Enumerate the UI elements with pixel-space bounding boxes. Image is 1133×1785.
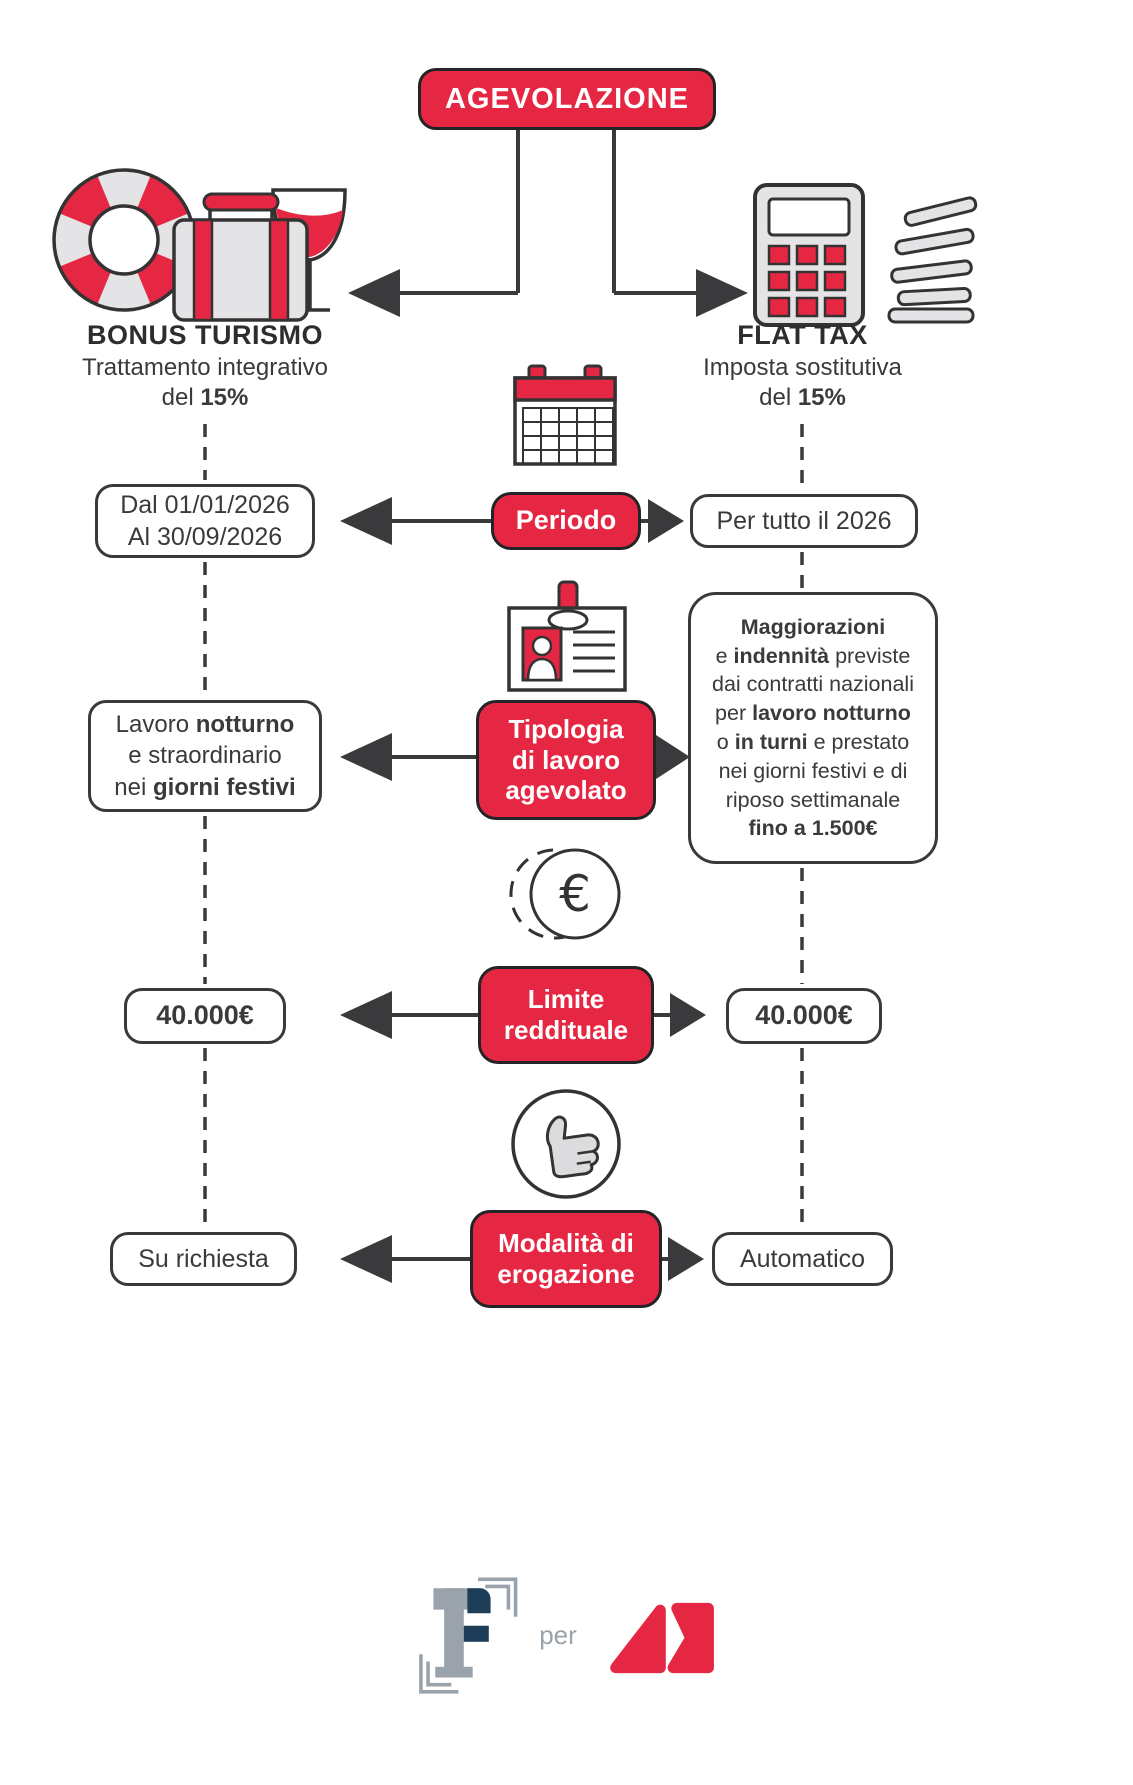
flat-tax-subtitle-line2: del 15%	[759, 384, 846, 412]
tipologia-right-line8: fino a 1.500€	[748, 816, 878, 841]
tipologia-label: Tipologia di lavoro agevolato	[505, 713, 627, 806]
tipologia-right-line1: Maggiorazioni	[740, 614, 886, 639]
modalita-left-box: Su richiesta	[110, 1232, 297, 1286]
modalita-label: Modalità di erogazione	[497, 1228, 635, 1289]
tipologia-right-line6: nei giorni festivi e di	[718, 758, 908, 783]
tipologia-left-line3: nei giorni festivi	[114, 773, 296, 801]
limite-pill: Limite reddituale	[478, 966, 654, 1064]
bonus-turismo-subtitle-line1: Trattamento integrativo	[82, 354, 328, 381]
limite-left-box: 40.000€	[124, 988, 286, 1044]
periodo-left-line2: Al 30/09/2026	[127, 523, 283, 551]
tipologia-right-line2: e indennità previste	[715, 643, 911, 668]
f-logo	[419, 1577, 518, 1694]
suitcase-icon	[172, 192, 309, 322]
thumbs-up-icon	[511, 1089, 621, 1199]
calculator-icon	[753, 183, 865, 327]
flat-tax-title: FLAT TAX	[737, 320, 868, 350]
partner-logo	[610, 1602, 714, 1674]
row-arrow-lines	[392, 519, 670, 1261]
money-sticks-icon	[887, 196, 978, 324]
lifebuoy-icon	[52, 168, 196, 312]
calendar-icon	[513, 364, 617, 466]
title-pill: AGEVOLAZIONE	[418, 68, 716, 130]
periodo-pill: Periodo	[491, 492, 641, 550]
title-label: AGEVOLAZIONE	[444, 82, 689, 115]
tourism-icons	[52, 168, 347, 322]
id-badge-icon	[507, 580, 627, 692]
tipologia-right-line7: riposo settimanale	[725, 787, 901, 812]
bonus-turismo-subtitle-line2: del 15%	[161, 384, 249, 412]
periodo-left-line1: Dal 01/01/2026	[120, 490, 290, 519]
per-label: per	[539, 1620, 577, 1650]
limite-label: Limite reddituale	[503, 984, 629, 1045]
bonus-turismo-title: BONUS TURISMO	[87, 320, 323, 350]
bonus-turismo-header: BONUS TURISMO Trattamento integrativo de…	[50, 320, 360, 413]
tipologia-right-line5: o in turni e prestato	[716, 730, 910, 754]
euro-coin-icon: €	[509, 848, 621, 940]
tipologia-left-line1: Lavoro notturno	[115, 711, 295, 739]
f-logo-letter	[433, 1588, 491, 1678]
periodo-right-box: Per tutto il 2026	[690, 494, 918, 548]
top-split-arrowheads	[348, 269, 748, 317]
svg-text:€: €	[559, 865, 591, 923]
tipologia-right-line3: dai contratti nazionali	[712, 672, 914, 697]
limite-left-line1: 40.000€	[156, 1000, 254, 1031]
top-split-lines	[400, 130, 696, 295]
modalita-right-box: Automatico	[712, 1232, 893, 1286]
periodo-left-box: Dal 01/01/2026 Al 30/09/2026	[95, 484, 315, 558]
limite-right-box: 40.000€	[726, 988, 882, 1044]
periodo-right-line1: Per tutto il 2026	[716, 506, 892, 535]
modalita-left-line1: Su richiesta	[138, 1244, 269, 1273]
tipologia-pill: Tipologia di lavoro agevolato	[476, 700, 656, 820]
flat-tax-subtitle-line1: Imposta sostitutiva	[703, 354, 902, 381]
flat-tax-icons	[753, 183, 978, 327]
row-arrowheads	[340, 497, 706, 1283]
tipologia-right-box: Maggiorazioni e indennità previste dai c…	[688, 592, 938, 864]
periodo-label: Periodo	[515, 505, 617, 536]
tipologia-left-line2: e straordinario	[128, 742, 282, 770]
limite-right-line1: 40.000€	[755, 1000, 853, 1031]
f-logo-brackets	[419, 1577, 518, 1694]
modalita-pill: Modalità di erogazione	[470, 1210, 662, 1308]
tipologia-left-box: Lavoro notturno e straordinario nei gior…	[88, 700, 322, 812]
flat-tax-header: FLAT TAX Imposta sostitutiva del 15%	[650, 320, 955, 413]
tipologia-right-line4: per lavoro notturno	[715, 701, 911, 726]
modalita-right-line1: Automatico	[739, 1244, 866, 1273]
